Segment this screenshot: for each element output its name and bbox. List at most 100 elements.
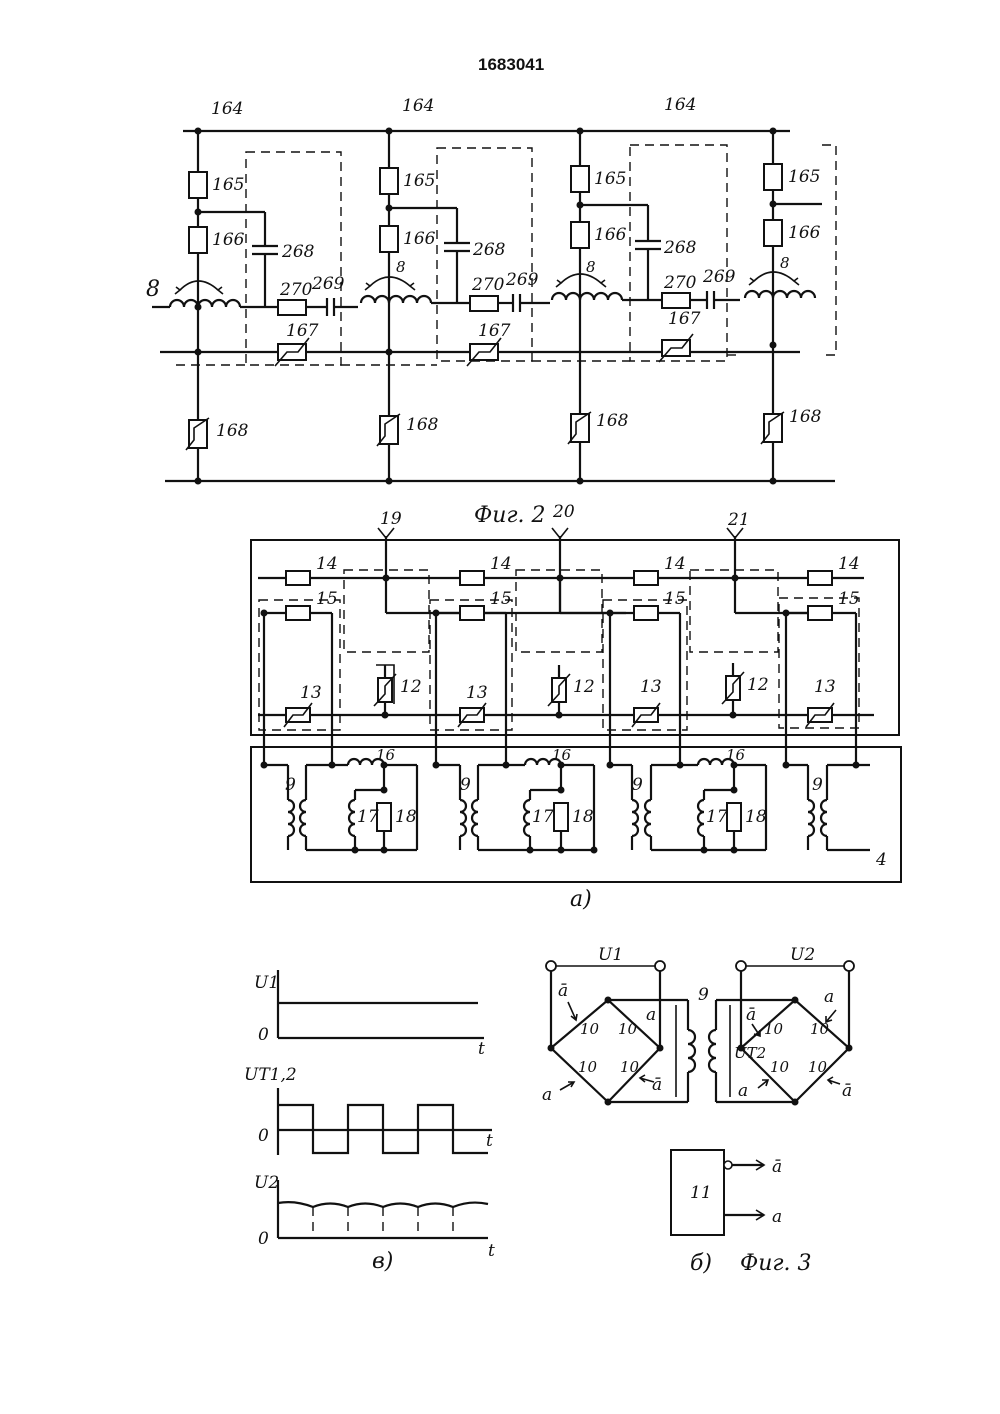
resistor-165 [189, 172, 207, 198]
inverted-output-icon [724, 1161, 732, 1169]
transformer-9 [632, 800, 638, 836]
label-18: 18 [745, 807, 767, 827]
r15-group-3: 15 [560, 578, 686, 765]
label-u2: U2 [790, 945, 815, 965]
label-165: 165 [788, 167, 820, 187]
label-269: 269 [702, 267, 736, 287]
label-17: 17 [532, 807, 554, 827]
resistor-270 [662, 293, 690, 308]
resistor-15 [286, 606, 310, 620]
label-16: 16 [376, 746, 396, 764]
t-label: t [478, 1039, 485, 1059]
resistor-165 [571, 166, 589, 192]
label-165: 165 [212, 175, 244, 195]
terminal-21-label: 21 [727, 510, 750, 530]
label-168: 168 [789, 407, 822, 427]
label-269: 269 [505, 270, 539, 290]
resistor-166 [189, 227, 207, 253]
zero-label: 0 [258, 1126, 269, 1146]
label-13: 13 [640, 677, 662, 697]
label-17: 17 [357, 807, 379, 827]
label-a: a [772, 1207, 782, 1227]
label-17: 17 [706, 807, 728, 827]
label-coil-8: 8 [396, 258, 406, 276]
label-167: 167 [668, 309, 701, 329]
label-167: 167 [478, 321, 511, 341]
label-9: 9 [285, 775, 296, 795]
label-14: 14 [490, 554, 512, 574]
axis-label-u2: U2 [254, 1173, 279, 1193]
label-14: 14 [664, 554, 686, 574]
terminal-u1-right [655, 961, 665, 971]
coil-8 [745, 291, 815, 298]
label-166: 166 [788, 223, 821, 243]
label-13: 13 [466, 683, 488, 703]
label-a: a [542, 1085, 552, 1105]
resistor-165 [764, 164, 782, 190]
label-a-bar: ā [558, 981, 568, 1001]
transformer-9 [460, 800, 466, 836]
varistor-12-group: 12 12 12 [374, 663, 769, 719]
zero-label: 0 [258, 1229, 269, 1249]
label-10: 10 [808, 1058, 828, 1076]
label-9: 9 [460, 775, 471, 795]
label-270: 270 [663, 273, 697, 293]
resistor-166 [764, 220, 782, 246]
label-a-bar: ā [842, 1081, 852, 1101]
transformer-9 [288, 800, 294, 836]
arrow-icon [826, 1010, 836, 1022]
label-10: 10 [620, 1058, 640, 1076]
arrow-icon [560, 1082, 574, 1090]
resistor-165 [380, 168, 398, 194]
label-coil-8: 8 [780, 254, 790, 272]
label-block-4: 4 [875, 850, 887, 870]
label-12: 12 [747, 675, 769, 695]
label-164: 164 [402, 96, 434, 116]
resistor-14 [286, 571, 310, 585]
transformer-9 [645, 800, 651, 836]
label-18: 18 [395, 807, 417, 827]
transformer-9 [808, 800, 814, 836]
terminal-u2-left [736, 961, 746, 971]
terminal-20-label: 20 [552, 502, 575, 522]
label-11: 11 [690, 1183, 712, 1203]
terminal-21: 21 [727, 510, 820, 613]
label-10: 10 [810, 1020, 830, 1038]
fig2-cell-4: 165 166 168 8 [727, 128, 836, 485]
transformer-9 [472, 800, 478, 836]
label-9: 9 [698, 985, 709, 1005]
resistor-14 [460, 571, 484, 585]
label-a-bar: ā [652, 1075, 662, 1095]
label-coil-8: 8 [146, 277, 160, 302]
resistor-18 [554, 803, 568, 831]
label-268: 268 [281, 242, 315, 262]
transformer-9-secondary [709, 1030, 716, 1072]
figure-3b-bridges: U1 10 10 10 10 ā a a ā 9 UT2 [542, 945, 854, 1276]
label-16: 16 [552, 746, 572, 764]
inductor-17 [524, 800, 530, 836]
label-10: 10 [770, 1058, 790, 1076]
label-164: 164 [664, 95, 696, 115]
cell-lower-4: 9 4 [783, 762, 887, 871]
resistor-14 [808, 571, 832, 585]
figure-2: 164 165 166 268 270 269 167 168 8 [146, 95, 836, 528]
coil-8 [170, 300, 240, 307]
fig3-caption: Фиг. 3 [740, 1251, 812, 1276]
label-168: 168 [216, 421, 249, 441]
label-u1: U1 [598, 945, 623, 965]
label-270: 270 [279, 280, 313, 300]
figure-3a: 19 20 21 14 14 14 14 [251, 502, 901, 912]
transformer-9 [821, 800, 827, 836]
label-10: 10 [618, 1020, 638, 1038]
resistor-18 [377, 803, 391, 831]
label-16: 16 [726, 746, 746, 764]
label-10: 10 [580, 1020, 600, 1038]
label-268: 268 [472, 240, 506, 260]
label-268: 268 [663, 238, 697, 258]
label-18: 18 [572, 807, 594, 827]
label-15: 15 [664, 589, 686, 609]
label-10: 10 [578, 1058, 598, 1076]
dashed-module-4 [820, 145, 836, 355]
label-coil-8: 8 [586, 258, 596, 276]
